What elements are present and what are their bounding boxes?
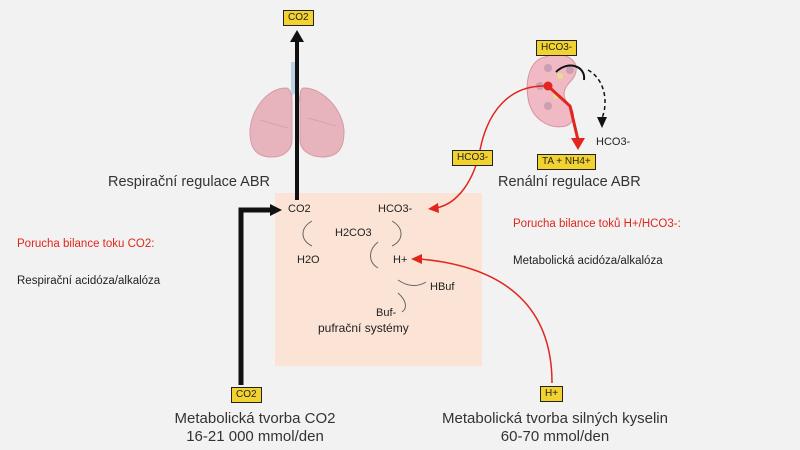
respiratory-regulation-label: Respirační regulace ABR <box>108 174 270 190</box>
renal-hco3-box: HCO3- <box>452 150 494 166</box>
buffer-systems-label: pufrační systémy <box>318 321 409 335</box>
metabolic-acids-caption: Metabolická tvorba silných kyselin 60-70… <box>412 410 698 446</box>
panel-co2: CO2 <box>288 203 311 215</box>
kidney-hco3-box: HCO3- <box>536 40 578 56</box>
left-note-text: Respirační acidóza/alkalóza <box>17 275 161 287</box>
panel-hco3: HCO3- <box>378 203 413 215</box>
metabolic-co2-line1: Metabolická tvorba CO2 <box>174 410 336 427</box>
metabolic-acids-line2: 60-70 mmol/den <box>500 428 610 445</box>
bottom-co2-box: CO2 <box>231 387 262 403</box>
panel-h2o: H2O <box>297 254 320 266</box>
metabolic-co2-caption: Metabolická tvorba CO2 16-21 000 mmol/de… <box>150 410 360 446</box>
buffer-panel <box>275 193 482 366</box>
metabolic-co2-line2: 16-21 000 mmol/den <box>186 428 324 445</box>
metabolic-acids-line1: Metabolická tvorba silných kyselin <box>442 410 668 427</box>
renal-regulation-label: Renální regulace ABR <box>498 174 641 190</box>
ta-nh4-box: TA + NH4+ <box>537 154 596 170</box>
panel-h2co3: H2CO3 <box>335 227 372 239</box>
bottom-h-box: H+ <box>540 386 564 402</box>
top-co2-box: CO2 <box>283 10 314 26</box>
right-note-title: Porucha bilance toků H+/HCO3-: <box>513 218 681 230</box>
panel-buf: Buf- <box>376 307 397 319</box>
panel-h: H+ <box>393 254 408 266</box>
left-note-title: Porucha bilance toku CO2: <box>17 238 155 250</box>
excreted-hco3-label: HCO3- <box>596 136 631 148</box>
right-note-text: Metabolická acidóza/alkalóza <box>513 255 663 267</box>
panel-hbuf: HBuf <box>430 281 455 293</box>
